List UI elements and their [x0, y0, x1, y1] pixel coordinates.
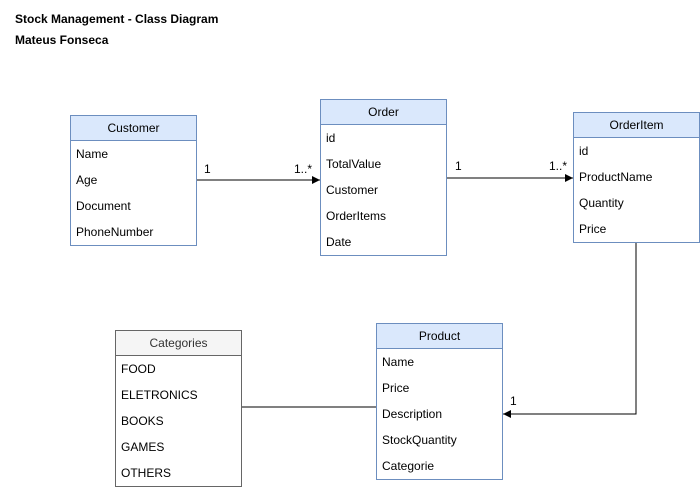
multiplicity-label: 1..*	[549, 159, 568, 173]
attribute: PhoneNumber	[76, 225, 154, 239]
attribute: Categorie	[382, 459, 435, 473]
attribute: Date	[326, 235, 352, 249]
multiplicity-label: 1	[204, 162, 211, 176]
attribute: Description	[382, 407, 443, 421]
attribute: id	[579, 144, 589, 158]
enum-value: ELETRONICS	[121, 388, 198, 402]
attribute: ProductName	[579, 170, 653, 184]
enum-value: BOOKS	[121, 414, 164, 428]
attribute: Name	[382, 355, 415, 369]
attribute: StockQuantity	[382, 433, 457, 447]
multiplicity-label: 1	[455, 159, 462, 173]
diagram-author: Mateus Fonseca	[15, 33, 109, 47]
attribute: Customer	[326, 183, 379, 197]
enum-value: GAMES	[121, 440, 165, 454]
enum-value: FOOD	[121, 362, 156, 376]
class-order[interactable]: Order id TotalValue Customer OrderItems …	[320, 99, 447, 256]
class-customer[interactable]: Customer Name Age Document PhoneNumber	[70, 115, 197, 246]
class-orderitem-name: OrderItem	[574, 113, 699, 138]
class-product[interactable]: Product Name Price Description StockQuan…	[376, 323, 503, 480]
attribute: Price	[382, 381, 410, 395]
attribute: OrderItems	[326, 209, 387, 223]
class-product-name: Product	[377, 324, 502, 349]
attribute: TotalValue	[326, 157, 382, 171]
enum-value: OTHERS	[121, 466, 172, 480]
class-categories[interactable]: Categories FOOD ELETRONICS BOOKS GAMES O…	[115, 330, 242, 487]
association-orderitem-product	[503, 242, 637, 418]
attribute: id	[326, 131, 336, 145]
attribute: Document	[76, 199, 131, 213]
attribute: Price	[579, 222, 607, 236]
class-categories-name: Categories	[116, 331, 241, 356]
class-order-name: Order	[321, 100, 446, 125]
multiplicity-label: 1	[510, 394, 517, 408]
class-orderitem[interactable]: OrderItem id ProductName Quantity Price	[573, 112, 700, 243]
diagram-title: Stock Management - Class Diagram	[15, 12, 219, 26]
attribute: Quantity	[579, 196, 624, 210]
class-customer-name: Customer	[71, 116, 196, 141]
multiplicity-label: 1..*	[294, 162, 313, 176]
attribute: Name	[76, 147, 109, 161]
attribute: Age	[76, 173, 98, 187]
